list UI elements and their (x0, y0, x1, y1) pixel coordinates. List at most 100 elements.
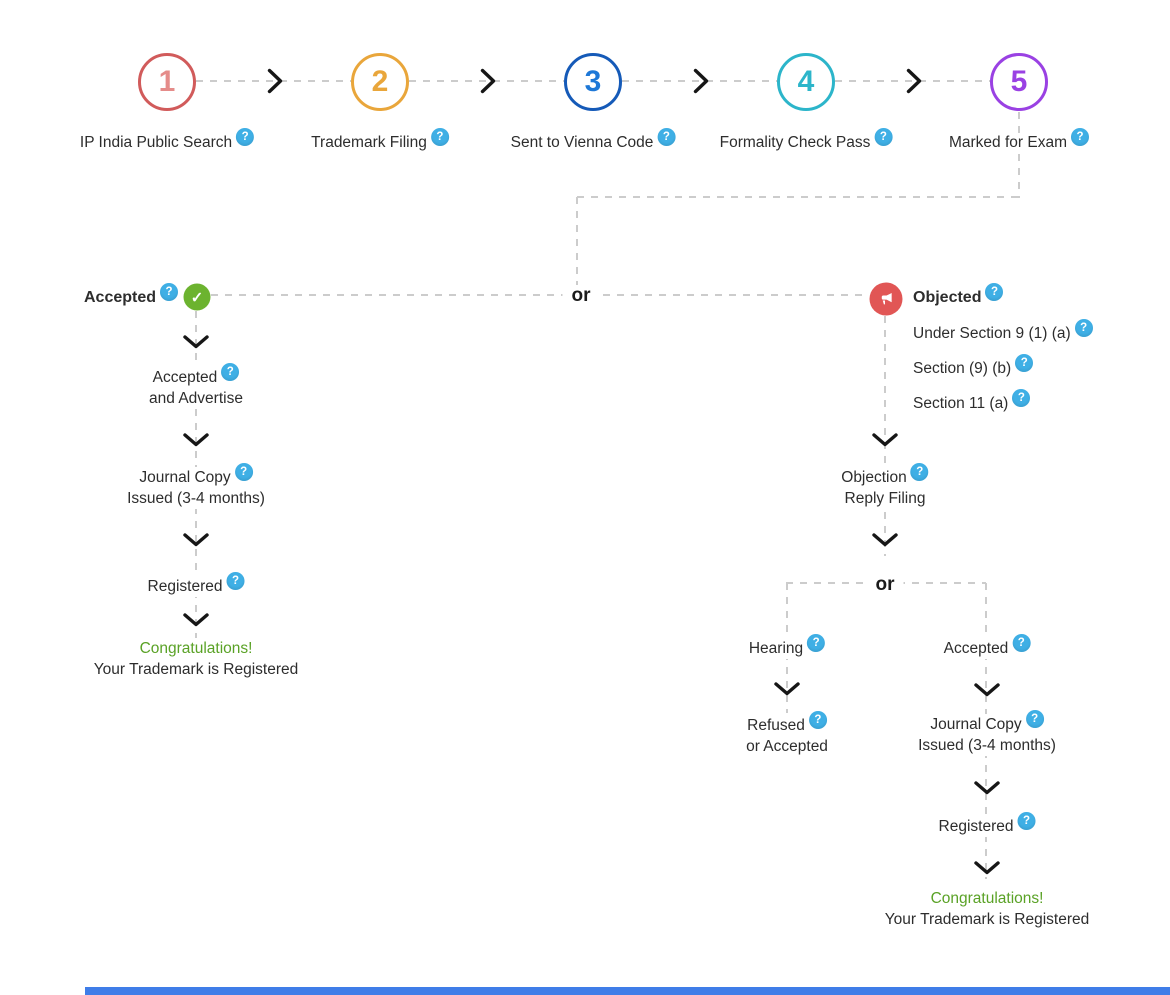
node-line: or Accepted (746, 736, 828, 757)
node-line: Registered? (939, 812, 1036, 837)
arrow-right-icon (906, 68, 923, 95)
node-text: Issued (3-4 months) (127, 490, 265, 507)
flow-node-journal-copy-issued: Journal Copy? Issued (3-4 months) (124, 463, 268, 509)
help-icon[interactable]: ? (1015, 354, 1034, 372)
help-icon[interactable]: ? (807, 634, 826, 652)
flow-node-congratulations: Congratulations! Your Trademark is Regis… (90, 638, 302, 680)
help-icon[interactable]: ? (221, 363, 240, 381)
step-number: 5 (1010, 65, 1028, 98)
step-label-formality-check-pass: Formality Check Pass? (716, 128, 896, 153)
section-text: Section 11 (a) (913, 395, 1009, 412)
step-number: 3 (584, 65, 602, 98)
arrow-down-icon (871, 432, 899, 448)
help-icon[interactable]: ? (657, 128, 676, 146)
help-icon[interactable]: ? (234, 463, 253, 481)
objected-label-text: Objected (913, 289, 982, 306)
node-line: Issued (3-4 months) (918, 735, 1056, 756)
arrow-down-icon (871, 532, 899, 548)
objection-section-3: Section 11 (a)? (911, 389, 1033, 414)
flow-node-sub-accepted: Accepted? (940, 634, 1034, 659)
step-circle-5: 5 (990, 53, 1048, 111)
congrats-text: Congratulations! (139, 640, 253, 657)
step-circle-3: 3 (564, 53, 622, 111)
help-icon[interactable]: ? (160, 283, 179, 301)
flow-node-objection-reply-filing: Objection? Reply Filing (838, 463, 932, 509)
step-circle-2: 2 (351, 53, 409, 111)
step-label-sent-to-vienna-code: Sent to Vienna Code? (507, 128, 679, 153)
arrow-down-icon (182, 612, 210, 628)
step-label-text: Formality Check Pass (719, 134, 871, 151)
help-icon[interactable]: ? (1071, 128, 1090, 146)
connector-elbow-down (576, 197, 578, 296)
step-label-text: Trademark Filing (311, 134, 427, 151)
step-label-ip-india-public-search: IP India Public Search? (76, 128, 258, 153)
connector-objected-branch (884, 316, 886, 556)
flow-node-refused-or-accepted: Refused? or Accepted (743, 711, 831, 757)
connector-step1-step2 (196, 80, 351, 82)
accepted-check-badge: ✓ (183, 283, 211, 311)
node-line: Journal Copy? (127, 463, 265, 488)
step-number: 2 (371, 65, 389, 98)
arrow-right-icon (693, 68, 710, 95)
node-line: Objection? (841, 463, 929, 488)
step-label-trademark-filing: Trademark Filing? (308, 128, 452, 153)
help-icon[interactable]: ? (910, 463, 929, 481)
node-line: Reply Filing (841, 488, 928, 509)
node-line: Accepted? (149, 363, 243, 388)
help-icon[interactable]: ? (808, 711, 827, 729)
node-text: Objection (841, 469, 907, 486)
node-text: Reply Filing (844, 490, 926, 507)
section-text: Under Section 9 (1) (a) (913, 325, 1071, 342)
congrats-subtext: Your Trademark is Registered (93, 661, 299, 678)
help-icon[interactable]: ? (236, 128, 255, 146)
step-circle-4: 4 (777, 53, 835, 111)
objection-section-1: Under Section 9 (1) (a)? (911, 319, 1095, 344)
flow-node-sub-registered: Registered? (935, 812, 1039, 837)
node-text: Issued (3-4 months) (918, 737, 1056, 754)
connector-accepted-objected (211, 294, 869, 296)
congrats-text: Congratulations! (930, 890, 1044, 907)
or-divider: or (562, 285, 600, 307)
help-icon[interactable]: ? (430, 128, 449, 146)
node-text: Journal Copy (930, 716, 1022, 733)
node-line: Accepted? (944, 634, 1031, 659)
help-icon[interactable]: ? (1017, 812, 1036, 830)
flow-node-registered: Registered? (144, 572, 248, 597)
connector-elbow-horizontal (577, 196, 1019, 198)
node-line: Journal Copy? (918, 710, 1056, 735)
node-line: Refused? (746, 711, 828, 736)
connector-step5-down (1018, 112, 1020, 198)
node-text: or Accepted (746, 738, 828, 755)
flow-node-sub-congratulations: Congratulations! Your Trademark is Regis… (881, 888, 1093, 930)
help-icon[interactable]: ? (1025, 710, 1044, 728)
help-icon[interactable]: ? (985, 283, 1004, 301)
arrow-right-icon (267, 68, 284, 95)
objected-badge (869, 282, 903, 316)
node-text: Hearing (748, 640, 804, 657)
node-text: Registered (147, 578, 223, 595)
node-line: and Advertise (149, 388, 243, 409)
arrow-down-icon (182, 334, 210, 350)
help-icon[interactable]: ? (1074, 319, 1093, 337)
step-label-marked-for-exam: Marked for Exam? (945, 128, 1093, 153)
objected-branch-label: Objected? (911, 283, 1006, 308)
connector-step2-step3 (409, 80, 564, 82)
node-text: Accepted (152, 369, 218, 386)
arrow-right-icon (480, 68, 497, 95)
step-label-text: Sent to Vienna Code (510, 134, 654, 151)
flow-node-sub-journal-copy-issued: Journal Copy? Issued (3-4 months) (915, 710, 1059, 756)
accepted-branch-label: Accepted? (82, 283, 181, 308)
flow-node-hearing: Hearing? (745, 634, 829, 659)
help-icon[interactable]: ? (874, 128, 893, 146)
node-line: Registered? (147, 572, 245, 597)
step-number: 1 (158, 65, 176, 98)
help-icon[interactable]: ? (1012, 634, 1031, 652)
connector-step4-step5 (835, 80, 990, 82)
bottom-accent-bar (85, 987, 1170, 995)
step-circle-1: 1 (138, 53, 196, 111)
help-icon[interactable]: ? (226, 572, 245, 590)
objection-section-2: Section (9) (b)? (911, 354, 1036, 379)
help-icon[interactable]: ? (1012, 389, 1031, 407)
congrats-subtext: Your Trademark is Registered (884, 911, 1090, 928)
